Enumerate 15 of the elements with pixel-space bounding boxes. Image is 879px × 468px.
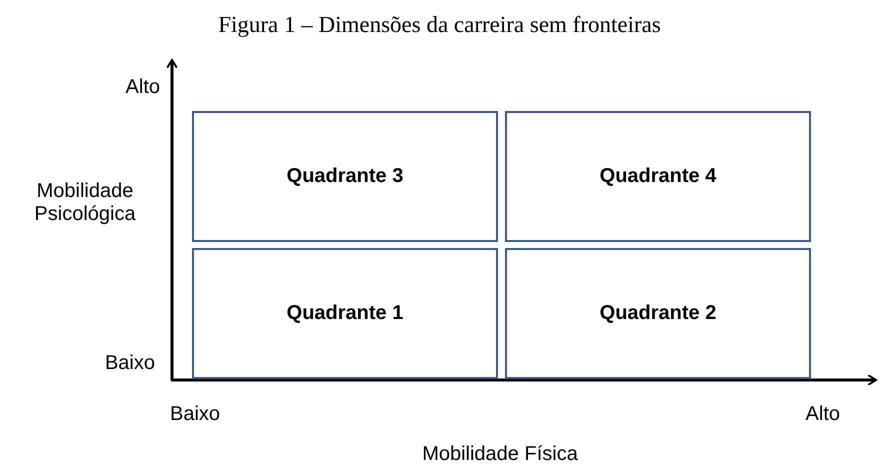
figure-title: Figura 1 – Dimensões da carreira sem fronteiras: [217, 12, 662, 38]
quadrant-label: Quadrante 4: [600, 165, 716, 188]
axis-level-label: Baixo: [170, 403, 222, 426]
quadrant-label: Quadrante 1: [286, 302, 404, 325]
axis-level-label: Alto: [804, 403, 840, 426]
quadrant-box: [505, 111, 811, 242]
axis-title: Mobilidade Física: [421, 443, 579, 466]
quadrant-box: [192, 111, 498, 242]
axis-level-label: Baixo: [104, 352, 155, 375]
axis-title: Mobilidade Psicológica: [33, 180, 137, 226]
quadrant-label: Quadrante 3: [286, 165, 404, 188]
quadrant-label: Quadrante 2: [600, 302, 716, 325]
quadrant-box: [505, 248, 811, 379]
axis-level-label: Alto: [124, 76, 160, 99]
quadrant-box: [192, 248, 498, 379]
